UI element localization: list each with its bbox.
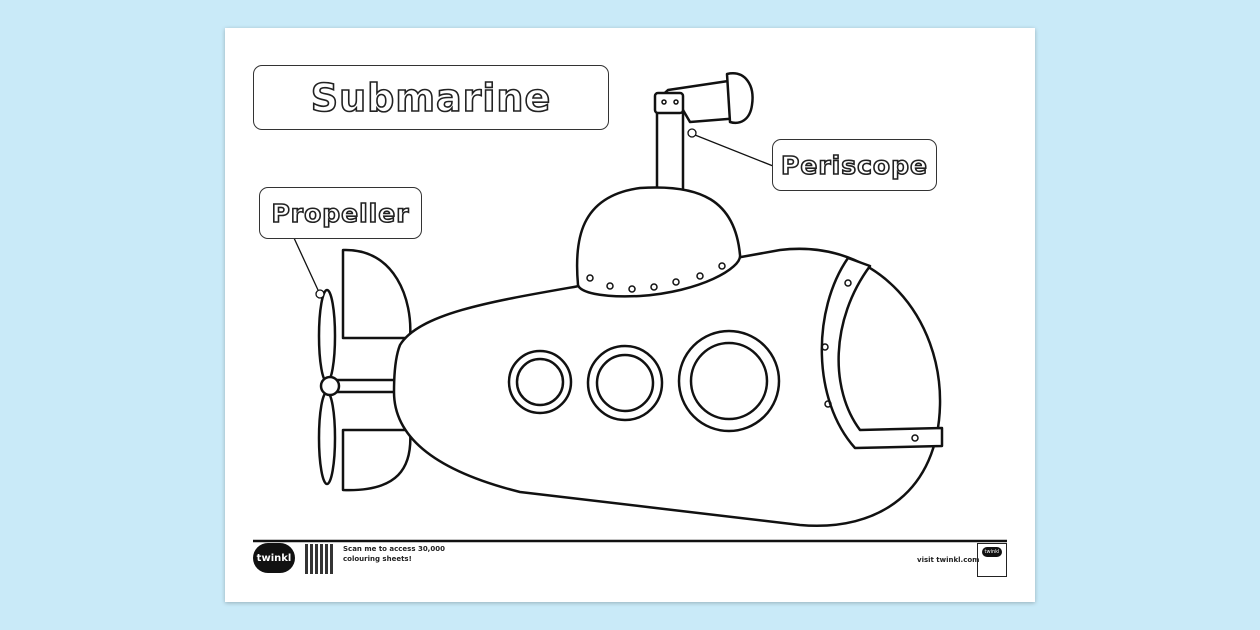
porthole-small xyxy=(507,349,573,415)
label-propeller: Propeller xyxy=(259,187,422,239)
label-periscope: Periscope xyxy=(772,139,937,191)
qr-code xyxy=(305,544,335,574)
qr-caption-line1: Scan me to access 30,000 xyxy=(343,545,445,553)
bottom-fin xyxy=(341,428,412,492)
porthole-large xyxy=(677,329,781,433)
top-fin xyxy=(341,248,412,340)
propeller-drawing xyxy=(317,288,341,486)
website-link[interactable]: visit twinkl.com xyxy=(917,556,980,564)
quality-badge: twinkl xyxy=(977,543,1007,577)
submarine-hull xyxy=(392,247,942,527)
propeller-shaft xyxy=(328,378,402,394)
page-title: Submarine xyxy=(253,65,609,130)
qr-caption-line2: colouring sheets! xyxy=(343,555,412,563)
conning-tower xyxy=(575,186,742,298)
badge-text: twinkl xyxy=(981,547,1003,557)
porthole-medium xyxy=(586,344,664,422)
twinkl-logo: twinkl xyxy=(253,543,295,573)
periscope-drawing xyxy=(653,72,754,195)
front-window-frame xyxy=(820,256,944,450)
